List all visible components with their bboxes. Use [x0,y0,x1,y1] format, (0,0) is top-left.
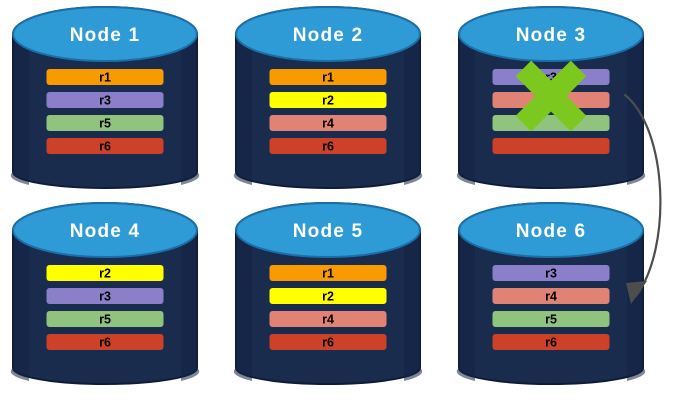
cylinder-left-shade [10,228,30,381]
cylinder-right-shade [404,32,423,185]
record-bar-fill [492,265,610,281]
record-bar-fill [269,288,387,304]
record-bar-label: r6 [99,139,111,153]
node-2[interactable]: Node 2 r1 r2 r4 r6 [233,6,423,189]
node-title: Node 6 [516,221,587,242]
record-bar-label: r1 [322,70,334,84]
cylinder-top-lid [235,6,421,62]
record-bar-fill [269,92,387,108]
cylinder-right-shade [181,32,200,185]
record-bar[interactable]: r4 [492,288,610,304]
record-bar-label: r3 [99,289,111,303]
record-bar-fill [492,288,610,304]
record-bar-fill [46,115,164,131]
node-title: Node 3 [516,25,587,46]
node-5[interactable]: Node 5 r1 r2 r4 r6 [233,202,423,385]
record-bar-fill [269,334,387,350]
record-bar-fill [269,138,387,154]
record-bar-label: r4 [545,289,557,303]
node-title: Node 5 [293,221,364,242]
record-bar-label: r5 [545,312,557,326]
cylinder-top-lid [458,6,644,62]
record-bar[interactable]: r4 [269,115,387,131]
record-bar[interactable]: r2 [269,288,387,304]
record-bar[interactable]: r5 [492,311,610,327]
record-bar-fill [492,334,610,350]
record-bar-fill [46,311,164,327]
node-title: Node 2 [293,25,364,46]
record-bar-label: r1 [322,266,334,280]
record-bar-label: r1 [99,70,111,84]
record-bar[interactable]: r6 [46,334,164,350]
record-bar-label: r5 [99,116,111,130]
cylinder-left-shade [233,228,252,381]
record-bar-label: r6 [545,335,557,349]
record-bar-label: r4 [322,312,334,326]
record-bar-label: r6 [322,335,334,349]
record-bar-fill [492,138,610,154]
cylinder-left-shade [10,32,30,185]
rereplication-arrow [623,93,662,304]
arrow-head-icon [626,281,647,304]
record-bar-label: r2 [322,289,334,303]
record-bar[interactable] [492,138,610,154]
overlay-layer [515,60,662,304]
record-bar[interactable]: r3 [492,265,610,281]
arrow-line [623,93,662,298]
record-bar-fill [492,311,610,327]
record-bar-fill [492,115,610,131]
cylinder-left-shade [233,32,252,185]
node-title: Node 1 [70,25,141,46]
record-bar-label: r4 [322,116,334,130]
record-bar-label: r6 [99,335,111,349]
record-bar[interactable]: r6 [269,334,387,350]
record-bar-label: r2 [99,266,111,280]
record-bar-fill [269,311,387,327]
cylinder-right-shade [627,228,646,381]
record-bar[interactable]: r3 [46,92,164,108]
record-bar[interactable]: r6 [46,138,164,154]
record-bar-fill [46,92,164,108]
record-bar-label: r3 [545,70,557,84]
cylinder-top-lid [12,6,198,62]
record-bar[interactable]: r5 [46,311,164,327]
record-bar-label: r5 [99,312,111,326]
cylinder-top-lid [235,202,421,258]
record-bar-fill [46,69,164,85]
record-bar-fill [269,115,387,131]
node-1[interactable]: Node 1 r1 r3 r5 r6 [10,6,200,189]
cylinder-right-shade [404,228,423,381]
record-bar-label: r3 [99,93,111,107]
cylinder-left-shade [456,228,475,381]
record-bar[interactable]: r6 [269,138,387,154]
failure-cross-icon [515,60,587,132]
record-bar[interactable]: r1 [269,69,387,85]
record-bar-fill [46,265,164,281]
cylinder-top-lid [458,202,644,258]
record-bar[interactable] [492,115,610,131]
record-bar-fill [46,334,164,350]
node-title: Node 4 [70,221,141,242]
node-6[interactable]: Node 6 r3 r4 r5 r6 [456,202,646,385]
record-bar[interactable]: r2 [269,92,387,108]
record-bar-label: r6 [322,139,334,153]
cylinder-left-shade [456,32,475,185]
record-bar-fill [46,288,164,304]
record-bar[interactable]: r1 [269,265,387,281]
record-bar[interactable]: r1 [46,69,164,85]
node-4[interactable]: Node 4 r2 r3 r5 r6 [10,202,200,385]
record-bar-label: r2 [322,93,334,107]
record-bar[interactable]: r2 [46,265,164,281]
cylinder-right-shade [181,228,200,381]
record-bar-fill [269,265,387,281]
record-bar-fill [269,69,387,85]
record-bar-label: r3 [545,266,557,280]
cylinder-top-lid [12,202,198,258]
record-bar[interactable]: r5 [46,115,164,131]
record-bar[interactable]: r6 [492,334,610,350]
record-bar[interactable]: r4 [269,311,387,327]
record-bar[interactable]: r3 [46,288,164,304]
record-bar-fill [46,138,164,154]
